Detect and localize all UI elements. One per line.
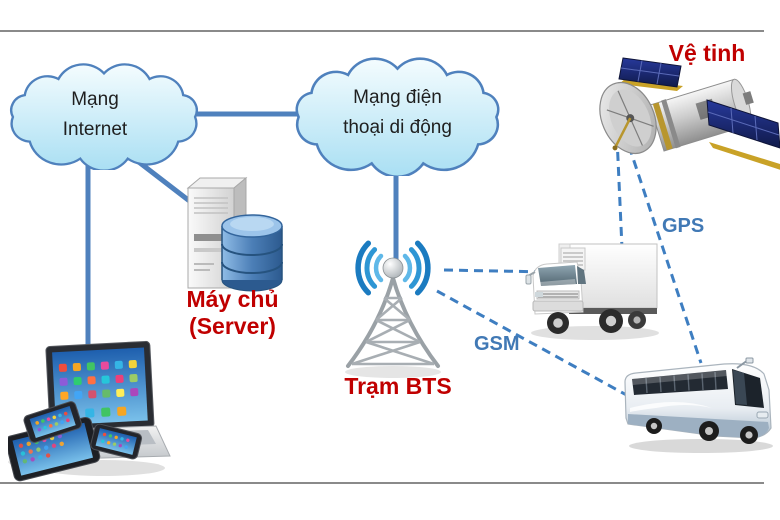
devices-icon bbox=[8, 340, 171, 482]
slide-frame bbox=[0, 30, 764, 484]
internet-cloud-label-line2: Internet bbox=[62, 119, 128, 140]
bus-icon bbox=[624, 357, 773, 453]
mobile-cloud-label: Mạng điện thoại di động bbox=[305, 83, 490, 143]
cloud-icon bbox=[10, 63, 198, 170]
link-bts-bus-gsm bbox=[436, 289, 653, 411]
link-satellite-truck bbox=[615, 136, 624, 249]
gps-link-label: GPS bbox=[662, 215, 705, 237]
mobile-cloud-label-line1: Mạng điện bbox=[353, 87, 442, 108]
smartphone-icon bbox=[90, 423, 143, 460]
dish-antenna-icon bbox=[599, 81, 657, 155]
solar-panel-icon bbox=[706, 99, 780, 170]
solar-panel-icon bbox=[618, 57, 683, 91]
server-label: Máy chủ (Server) bbox=[170, 286, 295, 340]
mobile-cloud-label-line2: thoại di động bbox=[343, 117, 452, 138]
radio-waves-icon bbox=[355, 240, 431, 296]
cloud-icon bbox=[295, 57, 500, 176]
smartphone-icon bbox=[23, 401, 82, 443]
internet-cloud-label-line1: Mạng bbox=[71, 89, 119, 110]
satellite-label: Vệ tinh bbox=[668, 40, 746, 66]
link-satellite-bus-gps bbox=[627, 145, 703, 364]
truck-icon bbox=[525, 243, 659, 340]
gsm-link-label: GSM bbox=[474, 333, 520, 355]
bts-label: Trạm BTS bbox=[344, 373, 452, 399]
database-icon bbox=[221, 214, 283, 292]
server-icon bbox=[186, 176, 283, 292]
internet-cloud-label: Mạng Internet bbox=[20, 85, 170, 145]
satellite-body bbox=[649, 78, 754, 152]
server-label-line1: Máy chủ bbox=[186, 286, 279, 312]
server-label-line2: (Server) bbox=[189, 313, 276, 339]
satellite-icon bbox=[599, 57, 780, 170]
radio-tower-icon bbox=[345, 240, 441, 378]
link-bts-truck bbox=[443, 268, 551, 274]
